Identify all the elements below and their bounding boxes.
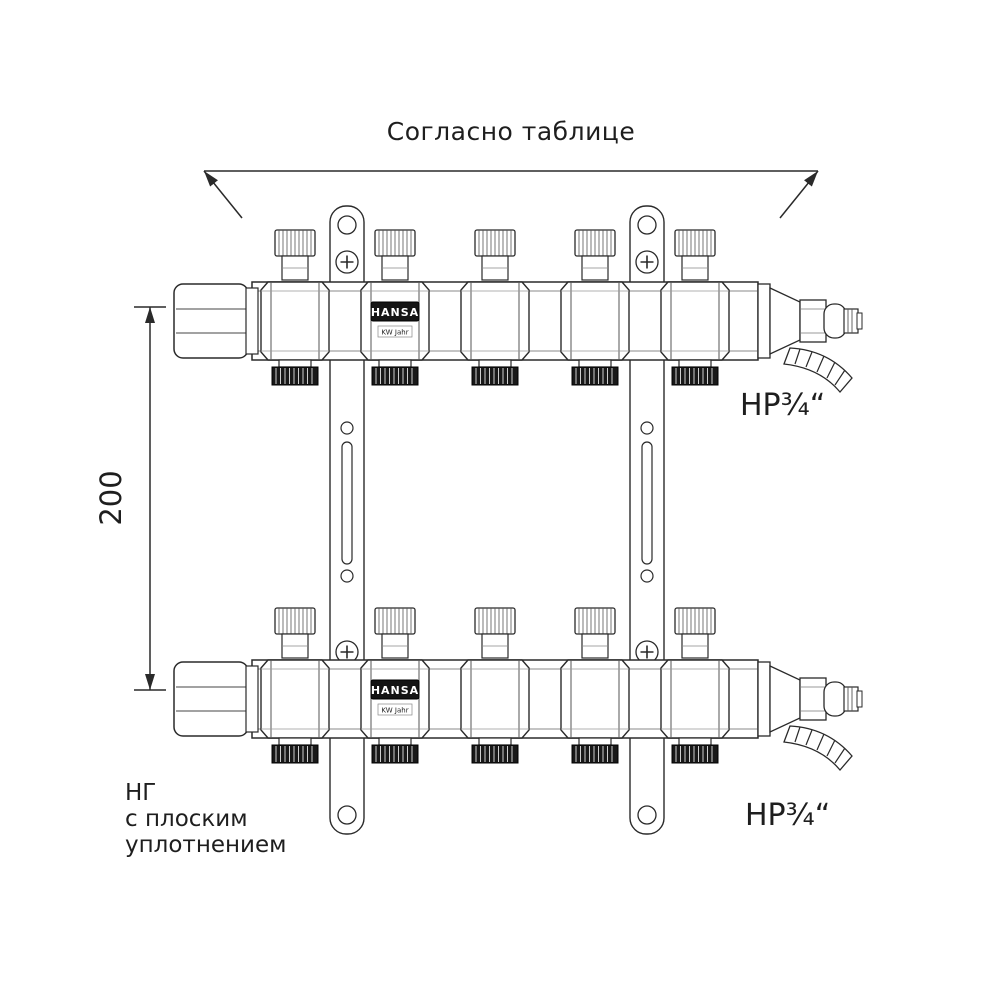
inlet-label-line2: с плоским: [125, 806, 248, 832]
dimension-extension-right: [779, 170, 819, 219]
port-size-label-top: HP¾“: [740, 388, 825, 423]
port-size-label-bottom: HP¾“: [745, 798, 830, 833]
dimension-200-label: 200: [94, 470, 128, 525]
manifold-top: [174, 230, 862, 392]
top-dimension: Согласно таблице: [203, 117, 819, 219]
manifold-bottom: [174, 608, 862, 770]
drawing-title: Согласно таблице: [387, 117, 635, 146]
inlet-type-label: НГ с плоским уплотнением: [125, 780, 287, 858]
dimension-extension-left: [203, 170, 243, 219]
inlet-label-line3: уплотнением: [125, 832, 287, 858]
left-dimension: 200: [94, 306, 166, 691]
inlet-label-line1: НГ: [125, 780, 156, 806]
